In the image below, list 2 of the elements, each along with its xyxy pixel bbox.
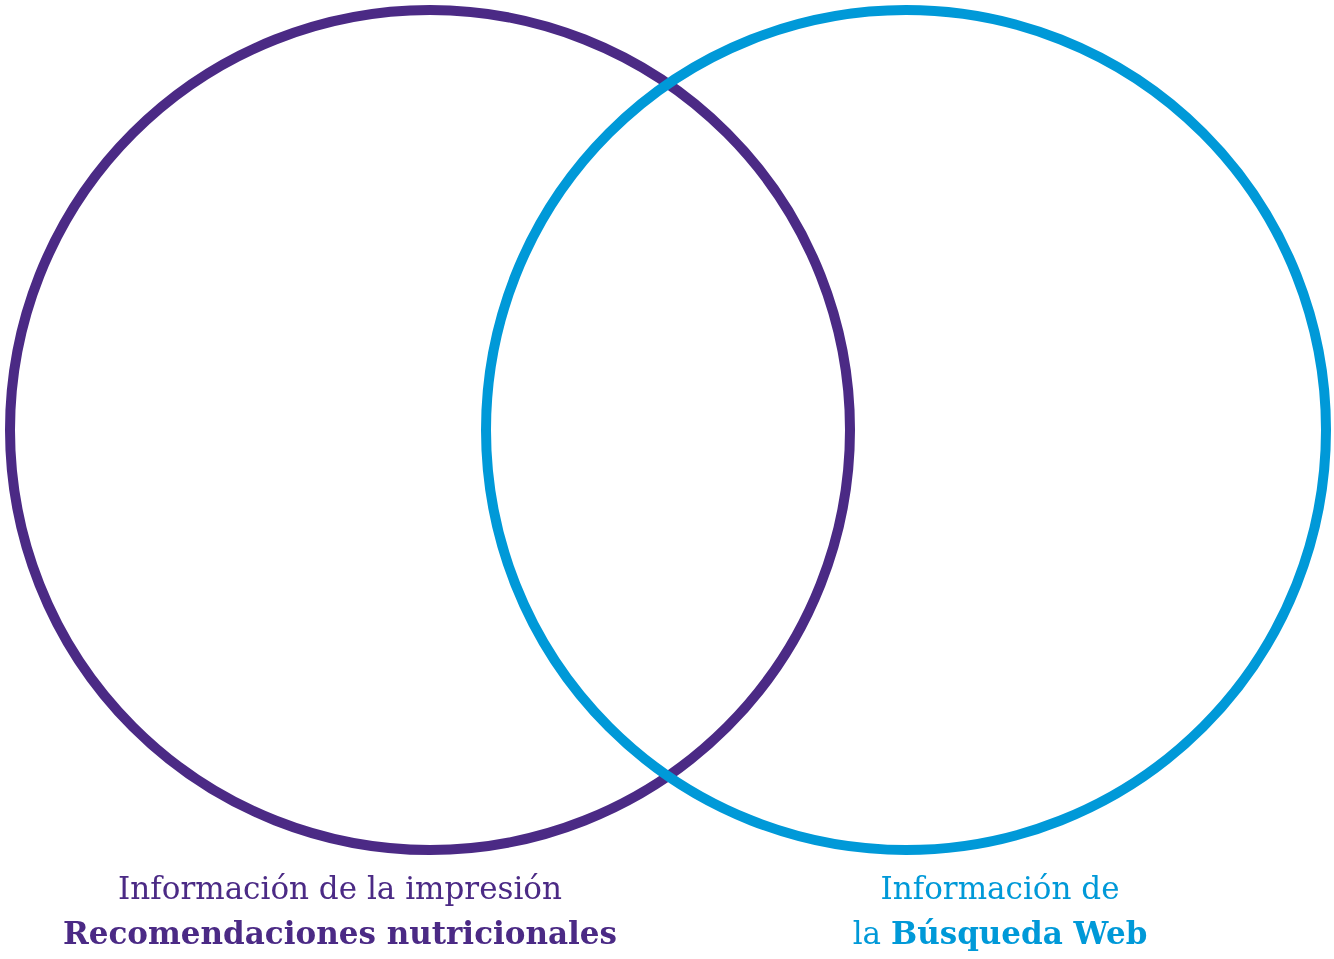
set-label: Información de la Búsqueda Web [851,869,1149,953]
set-label: Información de la impresión Recomendaciones nutricionales [61,869,619,953]
